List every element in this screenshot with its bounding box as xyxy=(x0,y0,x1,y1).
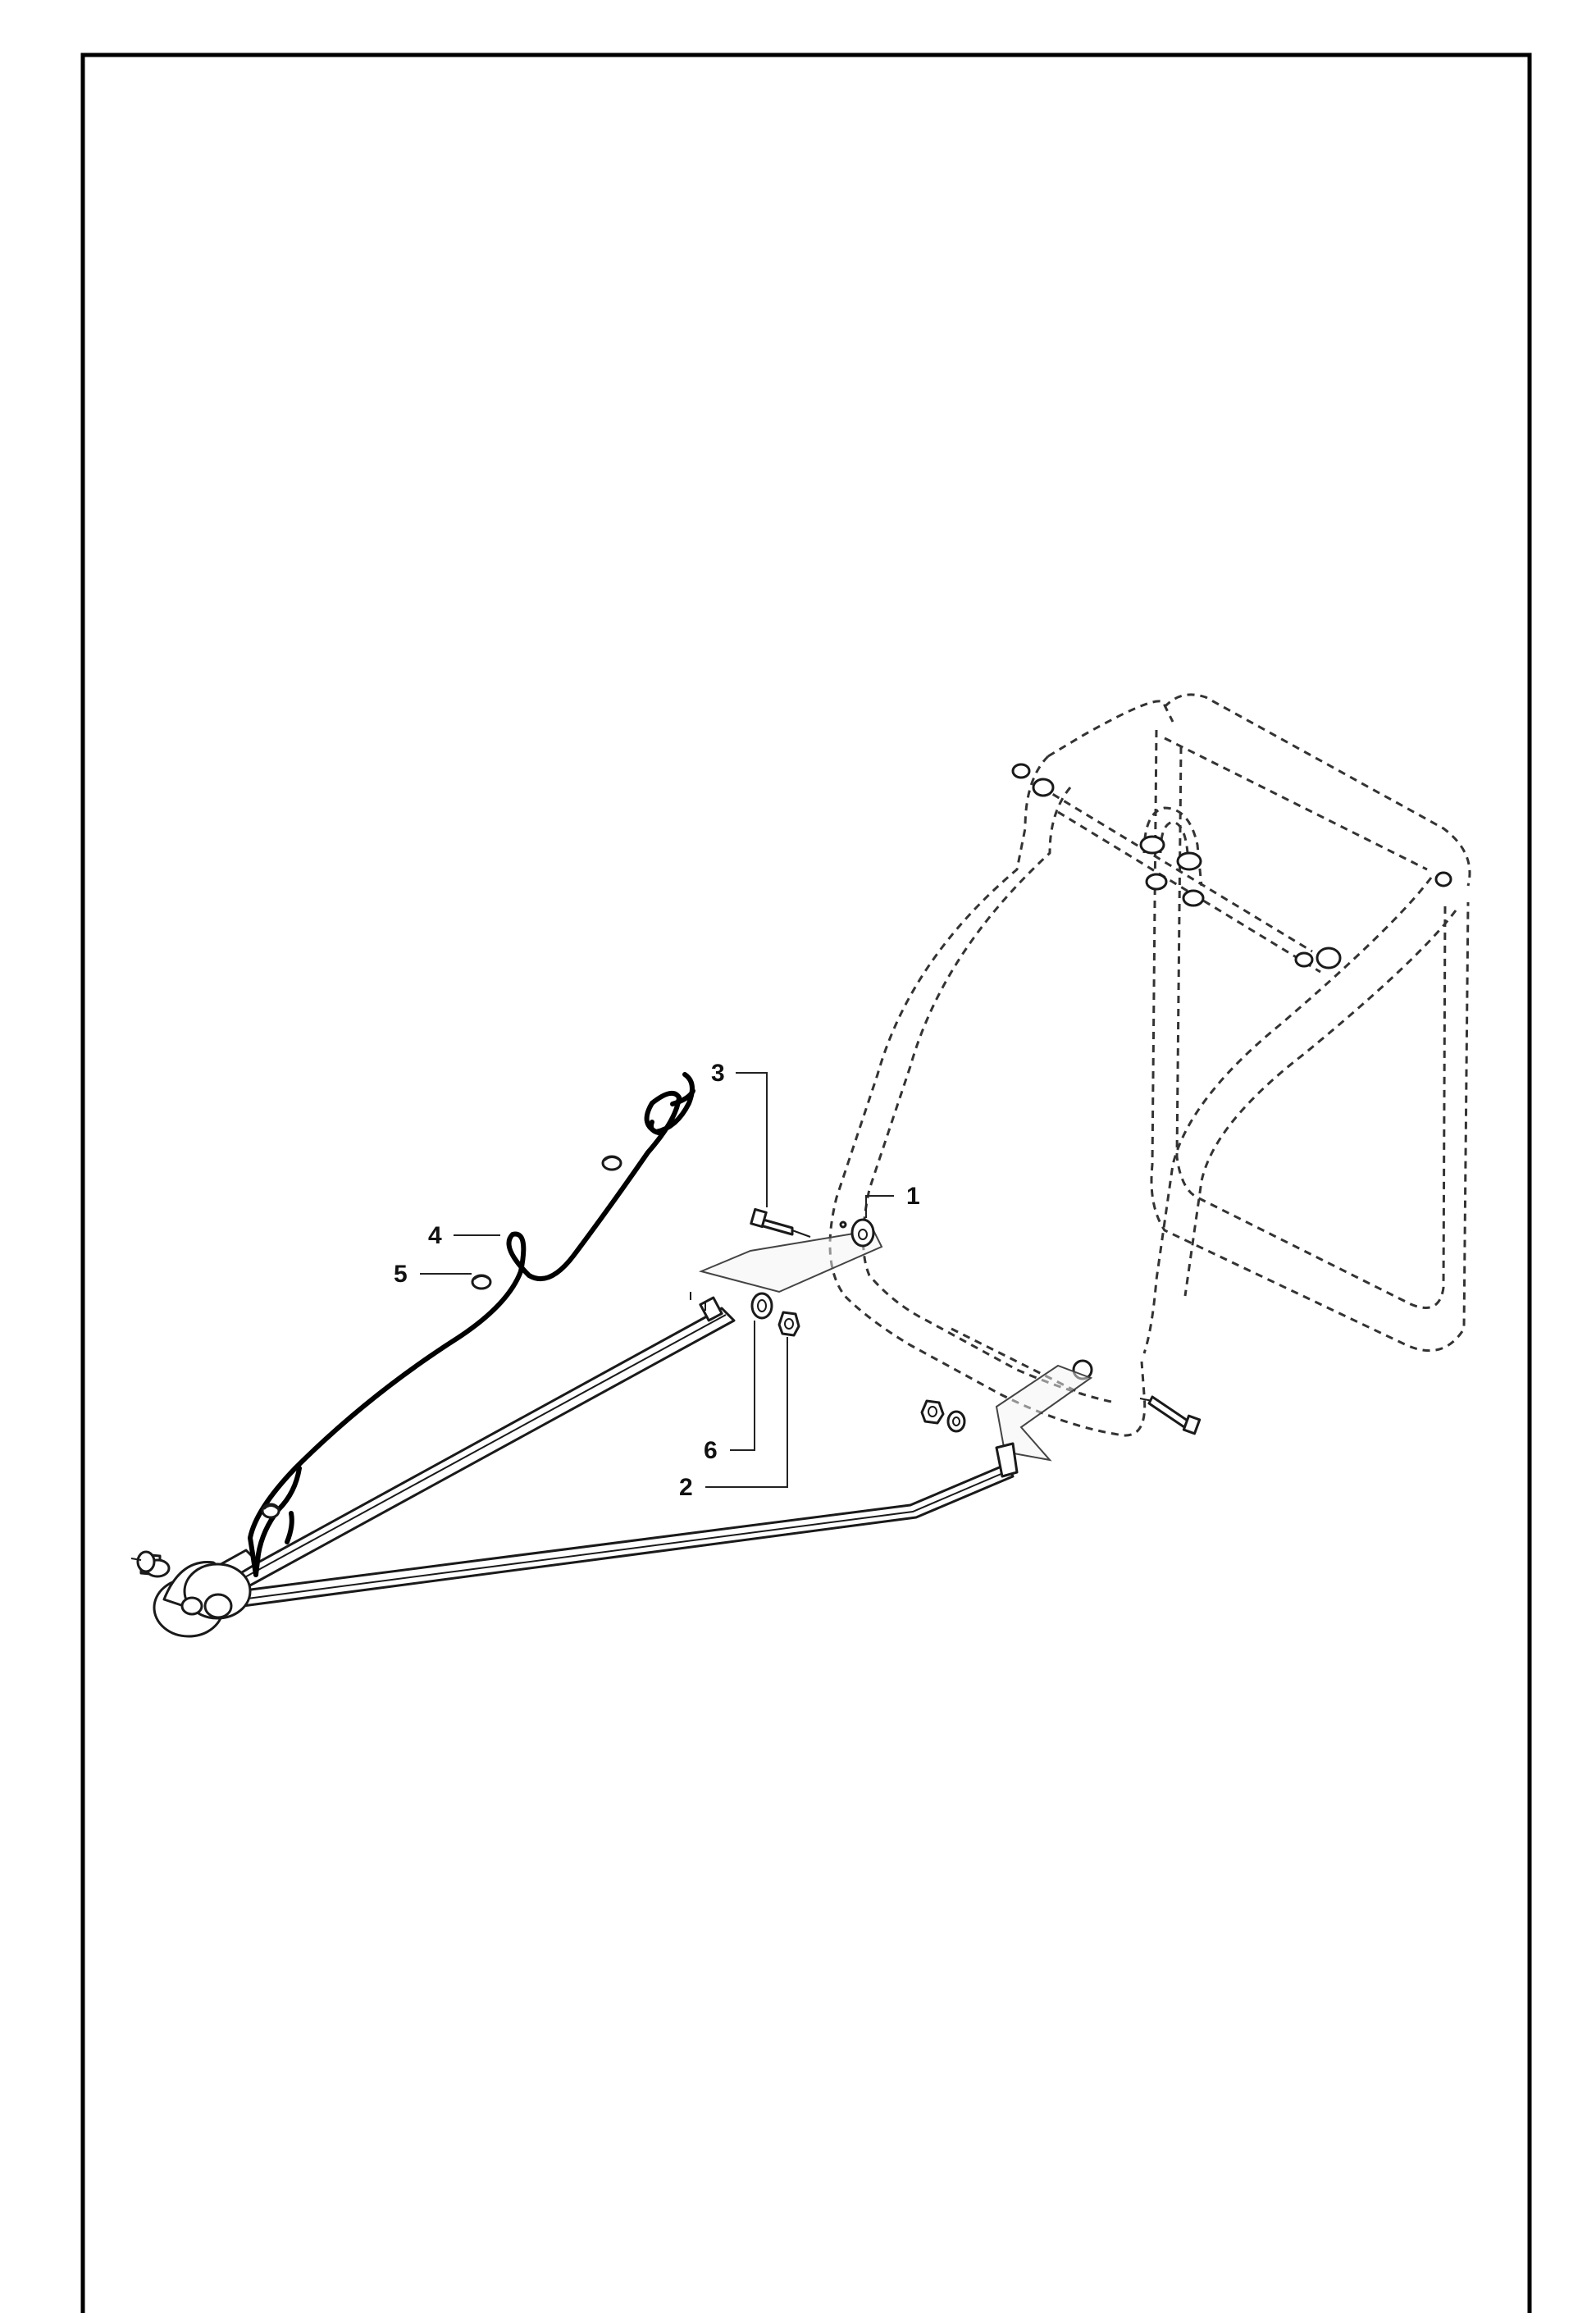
safety-cable xyxy=(248,1072,695,1577)
callout-5-label: 5 xyxy=(394,1261,408,1288)
part-5-clip xyxy=(471,1274,492,1290)
callout-4: 4 xyxy=(428,1222,500,1249)
part-5-clip-lower xyxy=(261,1503,280,1519)
callout-6-label: 6 xyxy=(704,1437,718,1464)
part-3-bolt xyxy=(750,1207,811,1238)
jockey-wheel xyxy=(130,1550,252,1638)
right-nut-washer xyxy=(920,1399,966,1433)
callout-2-label: 2 xyxy=(679,1474,693,1501)
machine-frame-phantom xyxy=(828,693,1471,1437)
tow-bar xyxy=(207,1292,1019,1608)
mounting-plate-left xyxy=(698,1229,883,1293)
callout-6: 6 xyxy=(704,1321,755,1464)
callout-4-label: 4 xyxy=(428,1222,442,1249)
callout-3: 3 xyxy=(711,1060,768,1207)
part-6-washer xyxy=(750,1292,773,1320)
part-1-bushing xyxy=(839,1218,875,1248)
part-5-clip-upper xyxy=(601,1155,622,1171)
callout-1: 1 xyxy=(865,1183,920,1218)
page-border xyxy=(80,52,1532,2313)
callout-3-label: 3 xyxy=(711,1060,725,1087)
part-2-nut xyxy=(777,1311,800,1337)
right-bolt xyxy=(1139,1395,1202,1435)
frame-fasteners xyxy=(1011,763,1452,1380)
callout-5: 5 xyxy=(394,1261,472,1288)
callout-1-label: 1 xyxy=(906,1183,920,1210)
callout-2: 2 xyxy=(679,1337,788,1501)
